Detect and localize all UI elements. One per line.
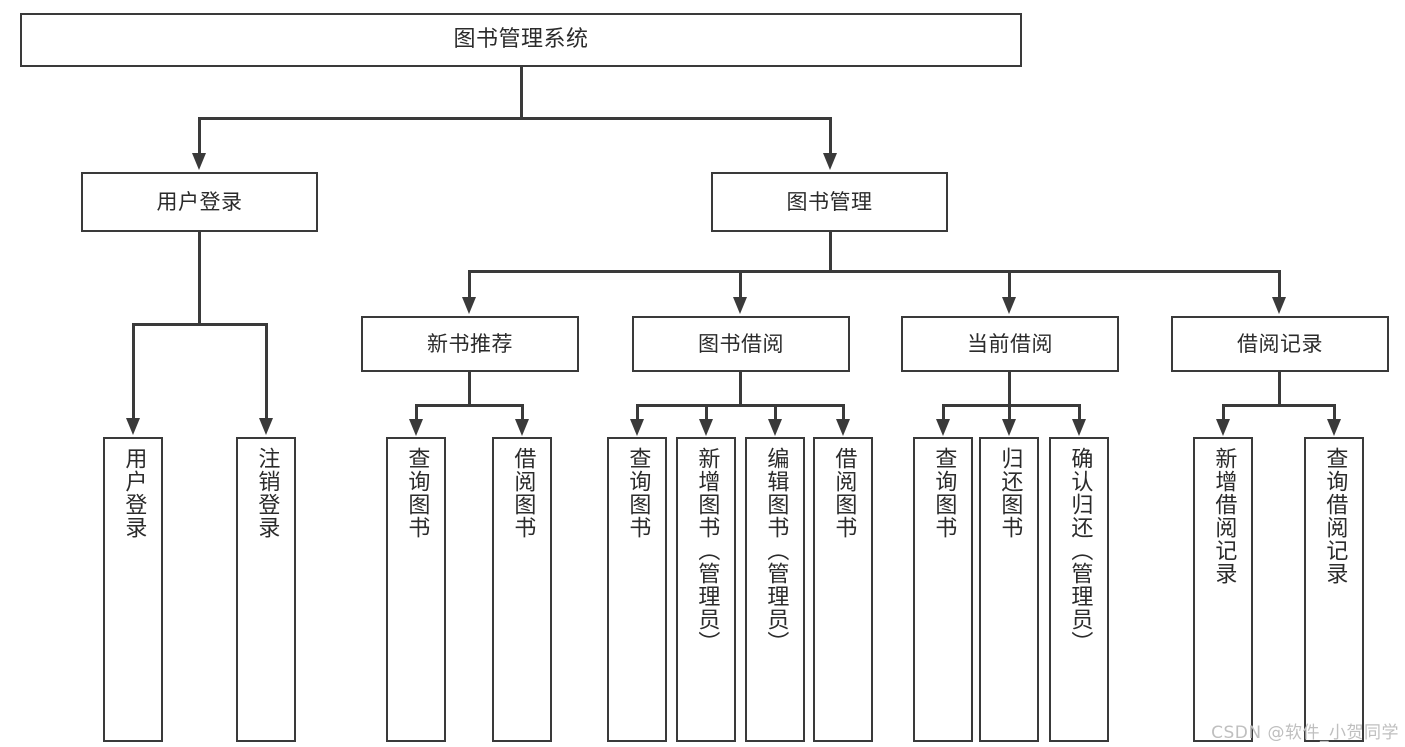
node-current-borrow[interactable]: 当前借阅 — [901, 316, 1119, 372]
connector-book-manage-stem — [829, 232, 832, 272]
node-leaf-logout-label: 注销登录 — [254, 447, 280, 539]
arrowhead-to-leaf-query-record — [1327, 419, 1341, 436]
connector-user-login-drop-1 — [132, 323, 135, 418]
node-leaf-query-book-1-label: 查询图书 — [404, 447, 430, 539]
arrowhead-to-borrow-record — [1272, 297, 1286, 314]
node-leaf-edit-book-label: 编辑图书（管理员） — [763, 447, 789, 654]
node-book-manage[interactable]: 图书管理 — [711, 172, 948, 232]
arrowhead-to-new-book-recommend — [462, 297, 476, 314]
connector-user-login-bus — [132, 323, 267, 326]
connector-root-drop-right — [829, 117, 832, 155]
connector-user-login-drop-2 — [265, 323, 268, 418]
node-root-label: 图书管理系统 — [453, 27, 589, 53]
arrowhead-to-leaf-logout — [259, 418, 273, 435]
node-borrow-record[interactable]: 借阅记录 — [1171, 316, 1389, 372]
node-leaf-borrow-book-1[interactable]: 借阅图书 — [492, 437, 552, 742]
connector-new-book-drop-2 — [521, 404, 524, 420]
node-leaf-query-record[interactable]: 查询借阅记录 — [1304, 437, 1364, 742]
connector-user-login-stem — [198, 232, 201, 325]
node-new-book-recommend[interactable]: 新书推荐 — [361, 316, 579, 372]
node-leaf-query-book-2[interactable]: 查询图书 — [607, 437, 667, 742]
connector-root-drop-left — [198, 117, 201, 155]
arrowhead-to-leaf-query-book-3 — [936, 419, 950, 436]
connector-book-manage-drop-3 — [1008, 270, 1011, 299]
arrowhead-to-user-login — [192, 153, 206, 170]
node-leaf-add-record[interactable]: 新增借阅记录 — [1193, 437, 1253, 742]
node-leaf-add-record-label: 新增借阅记录 — [1211, 447, 1237, 585]
connector-book-manage-drop-4 — [1278, 270, 1281, 299]
node-leaf-confirm-return[interactable]: 确认归还（管理员） — [1049, 437, 1109, 742]
node-leaf-borrow-book-2[interactable]: 借阅图书 — [813, 437, 873, 742]
node-leaf-return-book-label: 归还图书 — [997, 447, 1023, 539]
connector-root-stem — [520, 67, 523, 119]
node-user-login[interactable]: 用户登录 — [81, 172, 318, 232]
node-leaf-confirm-return-label: 确认归还（管理员） — [1067, 447, 1093, 654]
node-leaf-edit-book[interactable]: 编辑图书（管理员） — [745, 437, 805, 742]
connector-borrow-record-drop-2 — [1333, 404, 1336, 420]
node-leaf-query-book-1[interactable]: 查询图书 — [386, 437, 446, 742]
node-user-login-label: 用户登录 — [156, 189, 243, 214]
node-new-book-recommend-label: 新书推荐 — [427, 331, 513, 356]
connector-current-borrow-bus — [942, 404, 1081, 407]
connector-current-borrow-drop-3 — [1078, 404, 1081, 420]
node-leaf-add-book[interactable]: 新增图书（管理员） — [676, 437, 736, 742]
node-book-borrow-label: 图书借阅 — [698, 331, 784, 356]
arrowhead-to-leaf-query-book-1 — [409, 419, 423, 436]
arrowhead-to-leaf-add-book — [699, 419, 713, 436]
connector-book-borrow-bus — [636, 404, 844, 407]
connector-borrow-record-bus — [1222, 404, 1335, 407]
connector-new-book-drop-1 — [415, 404, 418, 420]
connector-borrow-record-stem — [1278, 372, 1281, 406]
node-current-borrow-label: 当前借阅 — [967, 331, 1053, 356]
node-leaf-logout[interactable]: 注销登录 — [236, 437, 296, 742]
node-book-borrow[interactable]: 图书借阅 — [632, 316, 850, 372]
connector-book-manage-drop-1 — [468, 270, 471, 299]
node-leaf-query-record-label: 查询借阅记录 — [1322, 447, 1348, 585]
connector-book-borrow-drop-2 — [705, 404, 708, 420]
connector-book-borrow-drop-3 — [774, 404, 777, 420]
arrowhead-to-leaf-query-book-2 — [630, 419, 644, 436]
node-leaf-query-book-3[interactable]: 查询图书 — [913, 437, 973, 742]
node-leaf-return-book[interactable]: 归还图书 — [979, 437, 1039, 742]
node-leaf-add-book-label: 新增图书（管理员） — [694, 447, 720, 654]
connector-book-borrow-drop-1 — [636, 404, 639, 420]
arrowhead-to-book-manage — [823, 153, 837, 170]
node-leaf-user-login-label: 用户登录 — [121, 447, 147, 539]
node-root[interactable]: 图书管理系统 — [20, 13, 1022, 67]
arrowhead-to-leaf-edit-book — [768, 419, 782, 436]
connector-root-bus — [198, 117, 832, 120]
connector-current-borrow-drop-1 — [942, 404, 945, 420]
connector-book-manage-drop-2 — [739, 270, 742, 299]
connector-new-book-stem — [468, 372, 471, 406]
node-book-manage-label: 图书管理 — [786, 189, 873, 214]
arrowhead-to-leaf-borrow-book-1 — [515, 419, 529, 436]
arrowhead-to-book-borrow — [733, 297, 747, 314]
connector-book-borrow-drop-4 — [842, 404, 845, 420]
connector-current-borrow-stem — [1008, 372, 1011, 406]
arrowhead-to-leaf-confirm-return — [1072, 419, 1086, 436]
arrowhead-to-leaf-borrow-book-2 — [836, 419, 850, 436]
arrowhead-to-leaf-user-login — [126, 418, 140, 435]
node-leaf-query-book-2-label: 查询图书 — [625, 447, 651, 539]
arrowhead-to-leaf-return-book — [1002, 419, 1016, 436]
connector-book-borrow-stem — [739, 372, 742, 406]
node-leaf-query-book-3-label: 查询图书 — [931, 447, 957, 539]
connector-book-manage-bus — [468, 270, 1281, 273]
node-leaf-borrow-book-2-label: 借阅图书 — [831, 447, 857, 539]
arrowhead-to-current-borrow — [1002, 297, 1016, 314]
connector-borrow-record-drop-1 — [1222, 404, 1225, 420]
connector-new-book-bus — [415, 404, 523, 407]
connector-current-borrow-drop-2 — [1008, 404, 1011, 420]
node-leaf-borrow-book-1-label: 借阅图书 — [510, 447, 536, 539]
node-leaf-user-login[interactable]: 用户登录 — [103, 437, 163, 742]
arrowhead-to-leaf-add-record — [1216, 419, 1230, 436]
node-borrow-record-label: 借阅记录 — [1237, 331, 1323, 356]
